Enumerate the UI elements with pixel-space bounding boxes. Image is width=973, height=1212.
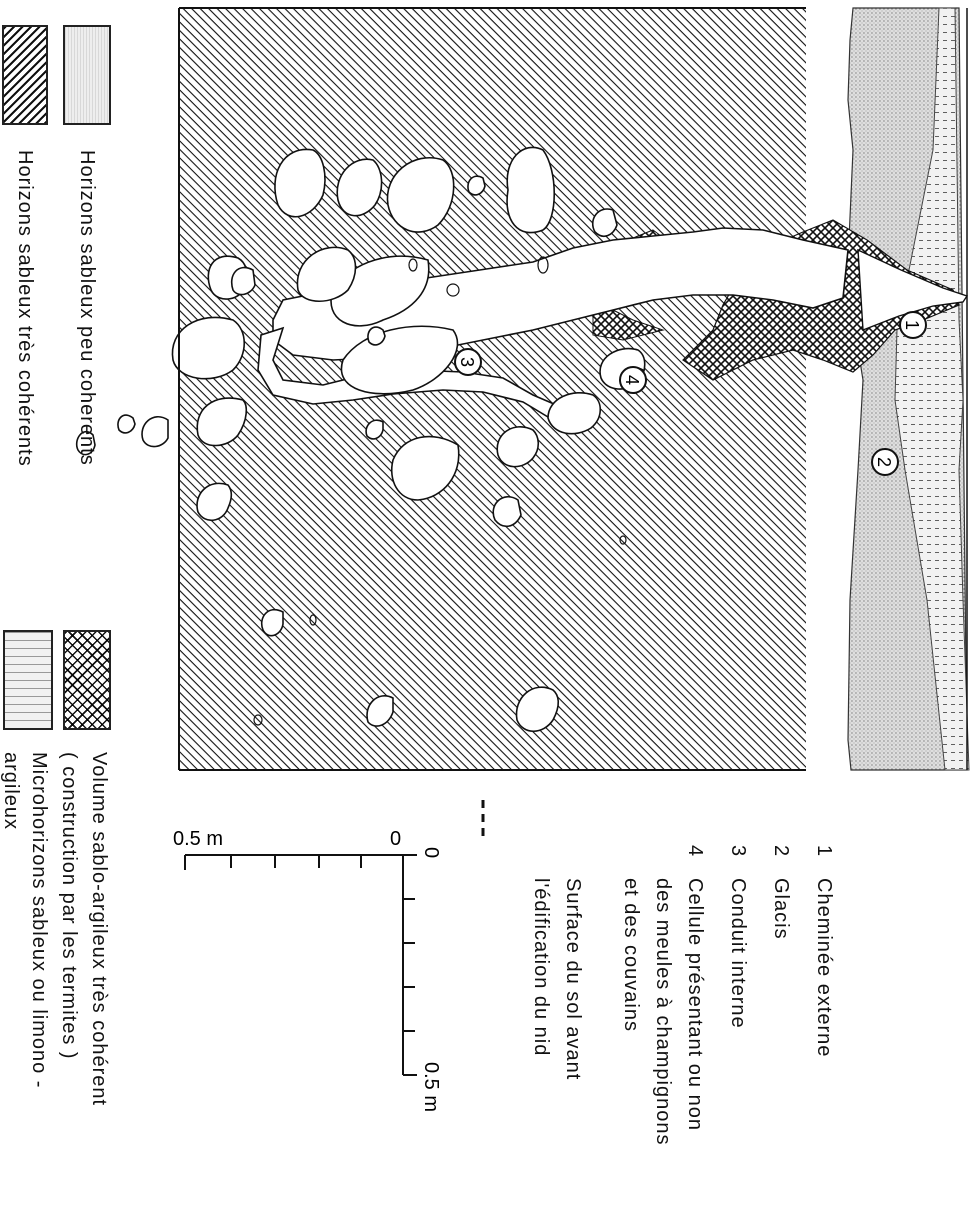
callout-4: 4 — [622, 375, 642, 385]
hscale-label-left: 0 — [420, 847, 442, 858]
scale-bar-vertical — [185, 855, 403, 870]
key-1-label: Cheminée externe — [812, 878, 836, 1057]
legend-label-dashed-1: Microhorizons sableux ou limono - — [27, 752, 51, 1088]
surface-label-2: l'édification du nid — [529, 878, 553, 1056]
legend-label-crosshatch-1: Volume sablo-argileux très cohérent — [87, 752, 111, 1106]
key-1-number: 1 — [812, 845, 836, 857]
legend-label-hatched: Horizons sableux très cohérents — [13, 150, 37, 467]
vscale-label-bottom: 0.5 m — [173, 828, 223, 850]
legend-label-dashed-2: argileux — [0, 752, 23, 830]
callout-1: 1 — [902, 320, 922, 330]
key-3-number: 3 — [726, 845, 750, 857]
key-4-line-2: des meules à champignons — [651, 878, 675, 1145]
callout-3: 3 — [457, 357, 477, 367]
key-2-number: 2 — [769, 845, 793, 857]
key-4-line-1: Cellule présentant ou non — [683, 878, 707, 1131]
legend-label-crosshatch-2: ( construction par les termites ) — [57, 752, 81, 1060]
legend-label-dotted: Horizons sableux peu coherents — [75, 150, 99, 466]
surface-label-1: Surface du sol avant — [561, 878, 585, 1080]
vscale-label-top: 0 — [390, 828, 401, 850]
legend-swatch-hatched — [2, 25, 48, 125]
scale-bar-horizontal — [403, 855, 417, 1075]
callout-2: 2 — [874, 457, 894, 467]
legend-swatch-dashed — [3, 630, 53, 730]
legend-swatch-dotted — [63, 25, 111, 125]
key-2-label: Glacis — [769, 878, 793, 940]
legend-swatch-crosshatch — [63, 630, 111, 730]
hscale-label-right: 0.5 m — [420, 1062, 442, 1112]
key-4-line-3: et des couvains — [619, 878, 643, 1032]
key-4-number: 4 — [683, 845, 707, 857]
key-3-label: Conduit interne — [726, 878, 750, 1029]
